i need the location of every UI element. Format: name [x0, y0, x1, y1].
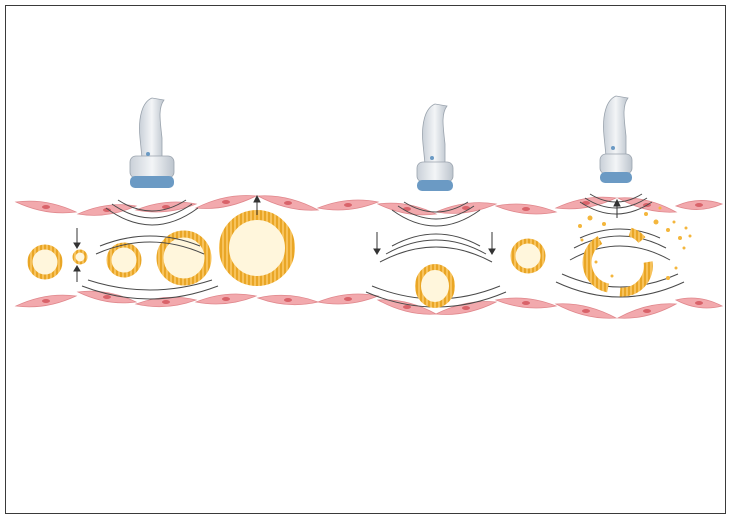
cell-nucleus	[695, 203, 703, 207]
cell-nucleus	[284, 298, 292, 302]
cell-nucleus	[42, 299, 50, 303]
microbubble-icon	[513, 241, 543, 271]
cell-nucleus	[162, 300, 170, 304]
arrow-icon	[74, 266, 80, 282]
cell-nucleus	[522, 207, 530, 211]
ultrasound-transducer-icon	[600, 96, 632, 183]
cell-nucleus	[403, 305, 411, 309]
cell-nucleus	[103, 295, 111, 299]
microbubble-icon	[224, 215, 290, 281]
microbubble-icon	[160, 234, 208, 282]
cell-nucleus	[695, 301, 703, 305]
cell-nucleus	[284, 201, 292, 205]
ultrasound-transducer-icon	[417, 104, 453, 191]
microbubble-icon	[30, 247, 60, 277]
ultrasound-transducer-icon	[130, 98, 174, 188]
microbubble-icon	[109, 245, 139, 275]
microbubble-icon	[418, 267, 452, 305]
cell-nucleus	[643, 309, 651, 313]
cell-nucleus	[344, 297, 352, 301]
cell-nucleus	[582, 309, 590, 313]
cell-nucleus	[222, 297, 230, 301]
vessel-bottom-wall	[16, 291, 722, 318]
cell-nucleus	[42, 205, 50, 209]
cell-nucleus	[462, 306, 470, 310]
cell-nucleus	[222, 200, 230, 204]
cell-nucleus	[344, 203, 352, 207]
arrow-icon	[489, 232, 495, 254]
microbubble-icon	[74, 251, 86, 263]
cell-nucleus	[522, 301, 530, 305]
arrow-icon	[614, 200, 620, 218]
arrow-icon	[374, 232, 380, 254]
stage-3	[556, 96, 692, 297]
arrow-icon	[74, 228, 80, 248]
